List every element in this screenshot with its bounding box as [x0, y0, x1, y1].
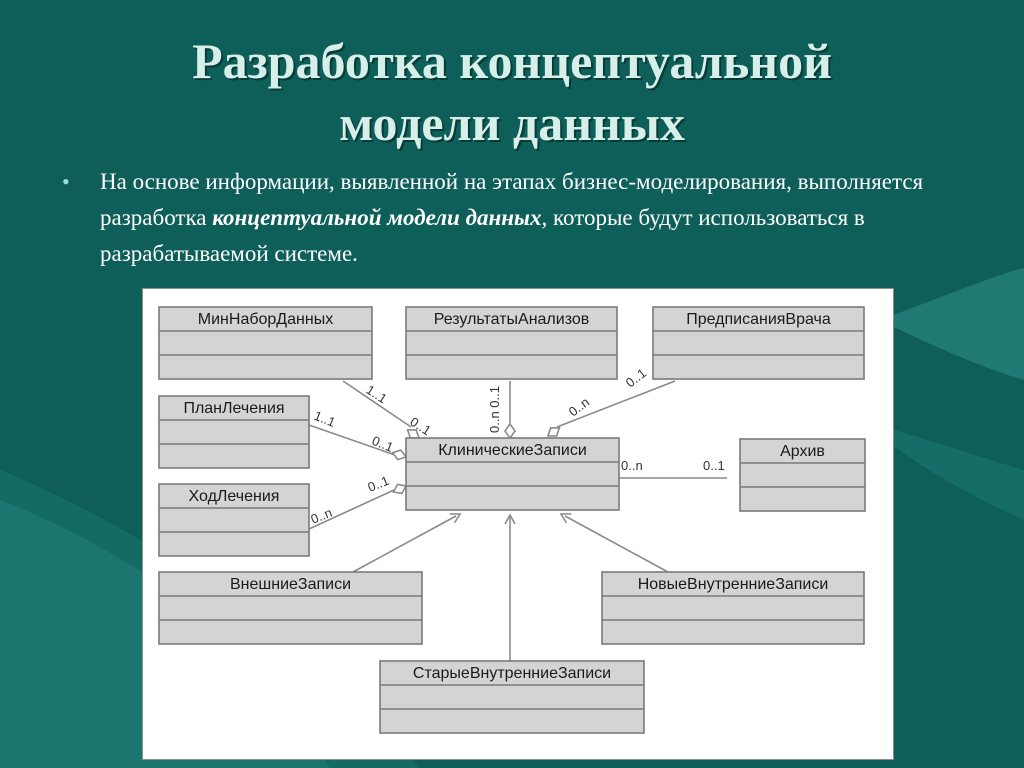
multiplicity-label-minset_src: 1..1: [363, 382, 389, 406]
multiplicity-label-archive_dst: 0..1: [703, 458, 725, 473]
uml-class-clinical: КлиническиеЗаписи: [405, 437, 620, 511]
uml-class-name: ПредписанияВрача: [686, 311, 831, 328]
bullet-text-part2: , которые будут использоваться в разраба…: [100, 205, 865, 266]
uml-class-name: НовыеВнутренниеЗаписи: [638, 576, 829, 593]
aggregation-diamond-progress: [392, 483, 408, 495]
aggregation-diamond-plan: [391, 449, 408, 461]
uml-class-newinternal: НовыеВнутренниеЗаписи: [601, 571, 865, 645]
generalization-arrow-newinternal: [559, 513, 572, 524]
uml-class-box: [158, 483, 310, 557]
uml-class-name: РезультатыАнализов: [434, 311, 590, 328]
assoc-prescriptions-line: [556, 380, 676, 428]
slide-title-line1: Разработка концептуальной: [192, 33, 832, 89]
uml-class-box: [601, 571, 865, 645]
uml-class-name: ВнешниеЗаписи: [230, 576, 351, 593]
uml-class-archive: Архив: [739, 438, 866, 512]
uml-class-prescriptions: ПредписанияВрача: [652, 306, 865, 380]
multiplicity-label-archive_src: 0..n: [621, 458, 643, 473]
multiplicity-label-plan_dst: 0..1: [370, 433, 396, 455]
uml-class-name: ХодЛечения: [189, 488, 280, 505]
uml-class-external: ВнешниеЗаписи: [158, 571, 423, 645]
uml-diagram-panel: МинНаборДанных РезультатыАнализов Предписа…: [142, 288, 894, 760]
uml-class-box: [158, 395, 310, 469]
bullet-marker: •: [62, 169, 70, 194]
uml-class-box: [158, 306, 373, 380]
uml-class-results: РезультатыАнализов: [405, 306, 618, 380]
uml-class-name: ПланЛечения: [183, 400, 284, 417]
uml-diagram: МинНаборДанных РезультатыАнализов Предписа…: [158, 306, 866, 734]
gen-newinternal-line: [564, 515, 669, 573]
aggregation-diamond-prescriptions: [546, 426, 561, 437]
uml-class-progress: ХодЛечения: [158, 483, 310, 557]
uml-class-box: [379, 660, 645, 734]
assoc-plan-line: [308, 424, 396, 456]
bullet-text-emphasis: концептуальной модели данных: [212, 205, 542, 230]
uml-class-name: МинНаборДанных: [198, 311, 333, 328]
slide-title: Разработка концептуальной модели данных: [0, 30, 1024, 154]
slide-title-line2: модели данных: [339, 95, 685, 151]
multiplicity-label-results_dst: 0..n 0..1: [487, 386, 502, 433]
multiplicity-label-progress_dst: 0..1: [366, 473, 392, 495]
multiplicity-label-prescriptions_src: 0..1: [623, 365, 649, 390]
gen-external-line: [352, 515, 457, 573]
uml-class-box: [158, 571, 423, 645]
uml-class-box: [739, 438, 866, 512]
bullet-text-part1: На основе информации, выявленной на этап…: [100, 169, 924, 230]
generalization-arrow-oldinternal: [504, 513, 516, 525]
bullet-text: На основе информации, выявленной на этап…: [100, 164, 960, 272]
assoc-progress-line: [308, 489, 395, 530]
uml-class-box: [405, 437, 620, 511]
uml-class-name: СтарыеВнутренниеЗаписи: [413, 665, 611, 682]
generalization-arrow-external: [449, 513, 462, 524]
uml-class-box: [652, 306, 865, 380]
multiplicity-label-progress_src: 0..n: [309, 505, 335, 527]
uml-class-box: [405, 306, 618, 380]
uml-class-plan: ПланЛечения: [158, 395, 310, 469]
assoc-minset-line: [342, 380, 412, 428]
aggregation-diamond-results: [504, 422, 516, 440]
uml-class-name: Архив: [780, 443, 825, 460]
uml-class-minset: МинНаборДанных: [158, 306, 373, 380]
uml-class-oldinternal: СтарыеВнутренниеЗаписи: [379, 660, 645, 734]
uml-class-name: КлиническиеЗаписи: [438, 442, 587, 459]
